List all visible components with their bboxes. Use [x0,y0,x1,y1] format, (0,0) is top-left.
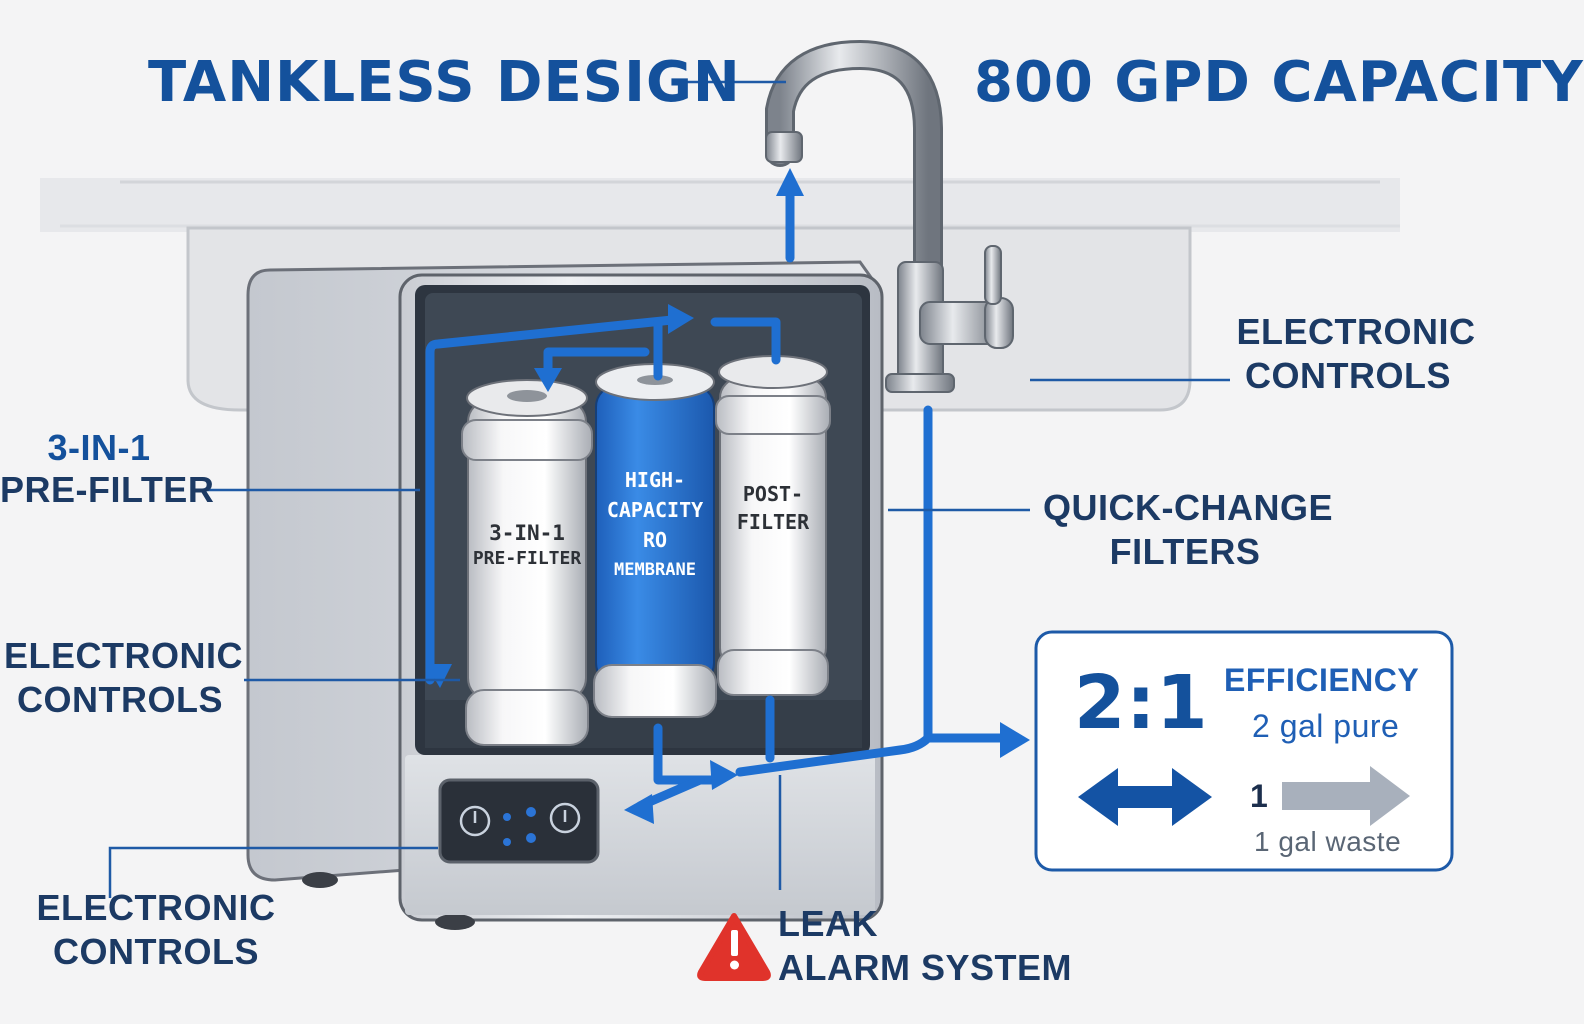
callout-bottom-controls-line2: CONTROLS [53,931,259,972]
control-panel [405,755,875,915]
membrane-label-line1: HIGH- [624,468,686,492]
ro-system-diagram [40,39,1454,981]
callout-right-controls-line1: ELECTRONIC [1236,311,1476,352]
callout-leak-line2: ALARM SYSTEM [778,947,1072,988]
membrane-label-line3: RO [642,528,668,552]
waste-arrow-icon [1282,766,1410,826]
efficiency-pure: 2 gal pure [1252,708,1400,744]
callout-prefilter-line1: 3-IN-1 [47,427,151,468]
cartridge-prefilter[interactable] [461,379,593,746]
warning-icon [697,913,771,981]
mode-button-icon[interactable] [549,802,581,834]
countertop [40,178,1400,232]
cartridge-ro-membrane[interactable] [593,363,717,718]
callout-prefilter-line2: PRE-FILTER [0,469,215,510]
callout-right-controls-line2: CONTROLS [1245,355,1451,396]
membrane-label-line4: MEMBRANE [614,560,696,580]
prefilter-label-line2: PRE-FILTER [472,548,582,569]
postfilter-label-line2: FILTER [736,510,810,534]
efficiency-waste-number: 1 [1250,778,1269,814]
headline-tankless: TANKLESS DESIGN [148,50,741,115]
callout-quick-change-line1: QUICK-CHANGE [1043,487,1333,528]
prefilter-label-line1: 3-IN-1 [489,521,565,545]
callout-leader-lines [108,80,1230,898]
membrane-label-line2: CAPACITY [606,498,704,522]
cartridge-postfilter[interactable] [715,355,831,696]
flow-arrowheads [426,168,1030,824]
headline-capacity: 800 GPD CAPACITY [974,50,1584,115]
water-flow-lines [425,185,1005,811]
efficiency-waste: 1 gal waste [1254,826,1402,857]
callout-leak-line1: LEAK [778,903,878,944]
callout-left-controls-line1: ELECTRONIC [4,635,243,676]
callout-quick-change-line2: FILTERS [1109,531,1261,572]
callout-bottom-controls-line1: ELECTRONIC [36,887,276,928]
efficiency-box [1034,630,1454,872]
power-button-icon[interactable] [459,805,491,837]
status-leds [503,807,536,846]
callout-left-controls-line2: CONTROLS [17,679,223,720]
faucet-icon [765,39,1014,393]
double-arrow-icon [1078,768,1212,826]
postfilter-label-line1: POST- [742,482,804,506]
efficiency-title: EFFICIENCY [1224,662,1420,698]
efficiency-ratio: 2:1 [1074,660,1209,746]
